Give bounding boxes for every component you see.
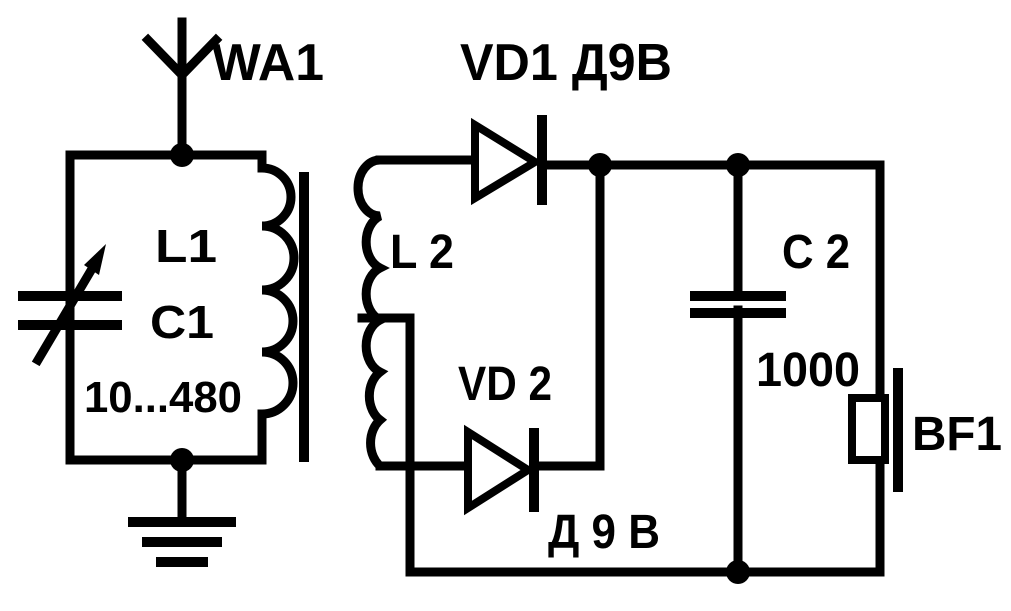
junction-dots: [170, 143, 750, 584]
ground-symbol: [128, 455, 236, 567]
antenna-symbol: [141, 17, 223, 163]
diode-vd1: [471, 115, 547, 206]
label-vd2: VD 2: [458, 358, 552, 411]
label-wa1: WA1: [212, 34, 324, 92]
label-c2-value: 1000: [756, 344, 860, 397]
coil-l2: [353, 155, 390, 471]
coil-l1: [257, 150, 299, 465]
label-vd1: VD1 Д9В: [460, 34, 672, 92]
capacitor-c2: [690, 291, 786, 318]
label-l2: L 2: [390, 226, 454, 279]
primary-circuit-wires: [65, 150, 267, 465]
label-c2: C 2: [782, 226, 850, 279]
earphone-bf1: [848, 368, 903, 492]
label-l1: L1: [155, 220, 217, 272]
label-c1-value: 10...480: [84, 373, 242, 422]
diode-vd2: [464, 424, 539, 516]
label-c1: C1: [150, 296, 214, 348]
variable-capacitor-c1: [18, 244, 122, 367]
label-bf1: BF1: [912, 408, 1002, 461]
label-vd2-type: Д 9 В: [548, 506, 660, 559]
